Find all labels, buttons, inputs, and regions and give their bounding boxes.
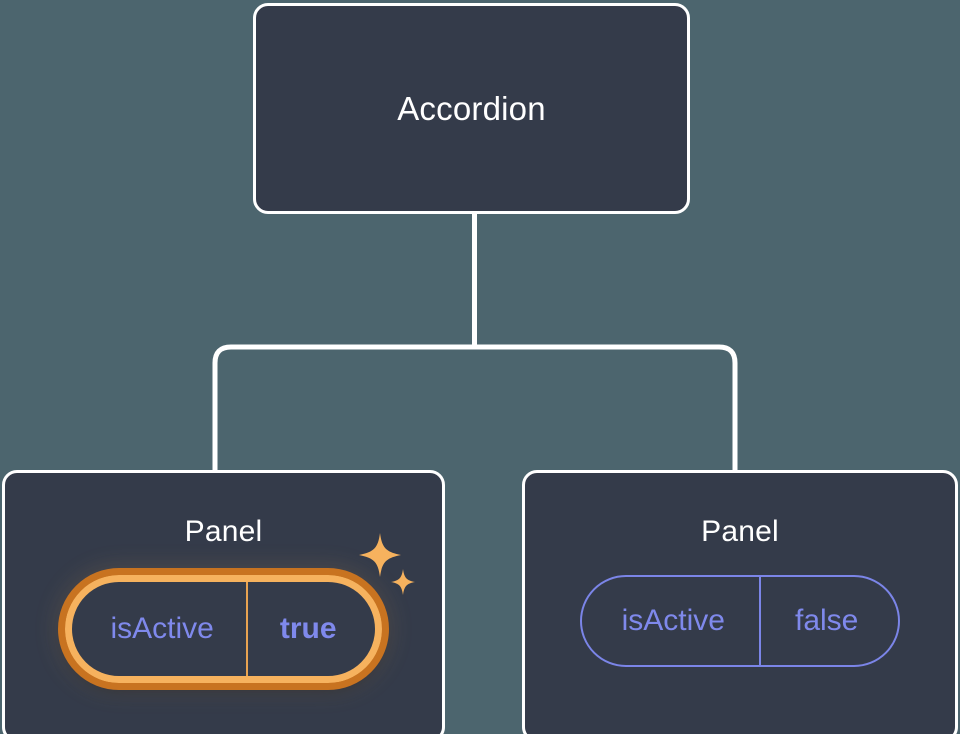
node-panel-left-title: Panel [184, 515, 263, 548]
sparkle-large-icon [358, 533, 401, 577]
prop-pill-is-active-false[interactable]: isActive false [579, 575, 901, 667]
connector-bracket [212, 344, 738, 474]
prop-value-label: true [245, 582, 375, 676]
sparkle-small-icon [390, 569, 415, 595]
prop-pill-is-active-true[interactable]: isActive true [58, 568, 389, 690]
prop-key-label: isActive [621, 604, 725, 637]
node-accordion-title: Accordion [397, 90, 546, 127]
prop-value-label: false [758, 577, 898, 665]
node-panel-right-title: Panel [701, 515, 779, 548]
node-panel-left[interactable]: Panel isActive true [2, 470, 445, 734]
node-panel-right[interactable]: Panel isActive false [522, 470, 958, 734]
prop-pill-right-wrap: isActive false [579, 575, 901, 667]
prop-key-label: isActive [110, 612, 214, 645]
prop-pill-left-wrap: isActive true [58, 533, 415, 690]
node-accordion[interactable]: Accordion [253, 3, 690, 214]
